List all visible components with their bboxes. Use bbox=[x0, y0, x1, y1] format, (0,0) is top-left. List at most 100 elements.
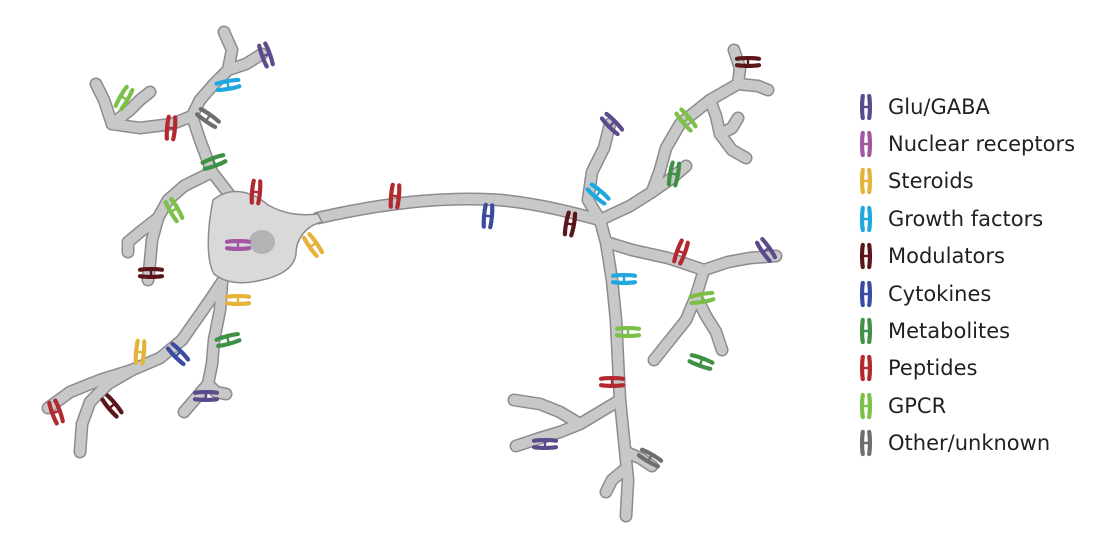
receptor-markers bbox=[47, 41, 778, 469]
metabolites-receptor bbox=[200, 153, 228, 171]
gpcr-receptor-bar bbox=[681, 115, 691, 125]
peptides-receptor bbox=[47, 398, 65, 426]
dendrite-branch bbox=[107, 111, 197, 133]
dendrite-branch bbox=[127, 277, 227, 375]
receptor-icon bbox=[859, 392, 873, 419]
receptor-icon bbox=[859, 355, 873, 382]
neuron-dendrites bbox=[41, 25, 783, 523]
dendrite-branch bbox=[733, 79, 773, 95]
dendrite-branch bbox=[219, 27, 237, 75]
dendrite-branch bbox=[601, 465, 629, 497]
peptides-receptor bbox=[672, 238, 690, 266]
cytokines-legend-glyph bbox=[859, 280, 873, 307]
metabolites-receptor-bar bbox=[225, 334, 231, 346]
modulators-receptor-bar bbox=[107, 401, 117, 411]
metabolites-receptor-bar bbox=[698, 356, 704, 368]
receptor-icon bbox=[859, 243, 873, 270]
gpcr-receptor bbox=[113, 84, 135, 112]
dendrite-branch bbox=[595, 165, 665, 225]
cytokines-receptor-bar bbox=[482, 214, 494, 218]
legend-label: Steroids bbox=[888, 169, 974, 194]
steroids-legend-glyph bbox=[859, 168, 873, 195]
legend-item-glu_gaba: Glu/GABA bbox=[852, 88, 1084, 125]
peptides-receptor-bar bbox=[50, 409, 62, 415]
modulators-receptor bbox=[100, 393, 124, 419]
dendrite-branch bbox=[649, 265, 709, 365]
glu_gaba-receptor bbox=[257, 41, 275, 69]
other-receptor bbox=[195, 106, 221, 130]
dendrite-branch bbox=[691, 291, 727, 355]
cytokines-receptor-bar bbox=[173, 349, 183, 359]
gpcr-receptor-bar bbox=[168, 206, 180, 214]
dendrite-branch bbox=[203, 277, 227, 389]
glu_gaba-receptor-bar bbox=[260, 52, 272, 58]
dendrite-branch bbox=[655, 79, 743, 175]
modulators-receptor-bar bbox=[564, 221, 576, 227]
legend-item-modulators: Modulators bbox=[852, 238, 1084, 275]
legend-item-cytokines: Cytokines bbox=[852, 275, 1084, 312]
modulators-receptor bbox=[562, 210, 578, 238]
other-legend-glyph bbox=[859, 430, 873, 457]
peptides-legend-glyph bbox=[859, 355, 873, 382]
modulators-receptor bbox=[137, 266, 165, 280]
legend-label: Nuclear receptors bbox=[888, 132, 1076, 157]
metabolites-receptor bbox=[666, 160, 682, 188]
growth-receptor bbox=[585, 182, 611, 206]
peptides-receptor-bar bbox=[250, 190, 262, 194]
glu_gaba-receptor bbox=[754, 237, 778, 263]
receptor-icon bbox=[859, 317, 873, 345]
other-receptor-bar bbox=[204, 113, 212, 123]
modulators-legend-glyph bbox=[859, 243, 873, 270]
glu_gaba-receptor-bar bbox=[607, 119, 617, 129]
steroids-receptor-bar bbox=[134, 350, 146, 354]
dendrite-branch bbox=[91, 79, 117, 129]
legend-label: Growth factors bbox=[888, 206, 1044, 231]
modulators-receptor bbox=[734, 55, 762, 69]
legend-item-metabolites: Metabolites bbox=[852, 312, 1084, 349]
dendrite-branch bbox=[699, 251, 781, 275]
legend-label: Other/unknown bbox=[888, 431, 1051, 456]
dendrite-branch bbox=[601, 237, 625, 405]
peptides-receptor-bar bbox=[389, 194, 401, 198]
receptor-icon bbox=[859, 280, 873, 307]
peptides-receptor bbox=[598, 375, 626, 389]
dendrite-branch bbox=[583, 119, 615, 225]
dendrite-branch bbox=[509, 395, 585, 429]
gpcr-receptor bbox=[163, 196, 185, 224]
peptides-receptor bbox=[249, 178, 263, 206]
glu_gaba-receptor-bar bbox=[761, 246, 771, 254]
gpcr-receptor-bar bbox=[118, 94, 130, 102]
steroids-receptor bbox=[301, 232, 325, 258]
growth-legend-glyph bbox=[859, 205, 873, 232]
dendrite-branch bbox=[615, 395, 633, 521]
neuron-soma bbox=[207, 190, 324, 284]
legend-label: Modulators bbox=[888, 244, 1005, 269]
dendrite-branch bbox=[153, 167, 217, 223]
receptor-icon bbox=[859, 130, 873, 158]
peptides-receptor-bar bbox=[165, 126, 177, 130]
legend-label: Glu/GABA bbox=[888, 94, 990, 119]
metabolites-receptor bbox=[214, 331, 242, 349]
metabolites-receptor bbox=[687, 353, 715, 371]
legend-item-nuclear: Nuclear receptors bbox=[852, 125, 1084, 162]
peptides-receptor bbox=[388, 182, 402, 210]
peptides-receptor bbox=[164, 114, 178, 142]
glu_gaba-receptor bbox=[192, 389, 220, 403]
dendrite-branch bbox=[647, 161, 691, 197]
cytokines-receptor bbox=[481, 202, 495, 230]
steroids-receptor bbox=[133, 338, 147, 366]
growth-receptor bbox=[610, 272, 638, 286]
legend-label: Peptides bbox=[888, 356, 978, 381]
legend-item-other: Other/unknown bbox=[852, 425, 1084, 462]
receptor-icon bbox=[859, 168, 873, 195]
steroids-receptor bbox=[224, 293, 252, 307]
legend-item-gpcr: GPCR bbox=[852, 387, 1084, 424]
nuclear-receptor bbox=[224, 238, 252, 252]
receptor-icon bbox=[859, 430, 873, 457]
legend-item-peptides: Peptides bbox=[852, 350, 1084, 387]
dendrite-branch bbox=[313, 194, 605, 225]
gpcr-receptor bbox=[688, 290, 716, 306]
growth-receptor-bar bbox=[225, 79, 231, 91]
gpcr-receptor-bar bbox=[699, 292, 705, 304]
